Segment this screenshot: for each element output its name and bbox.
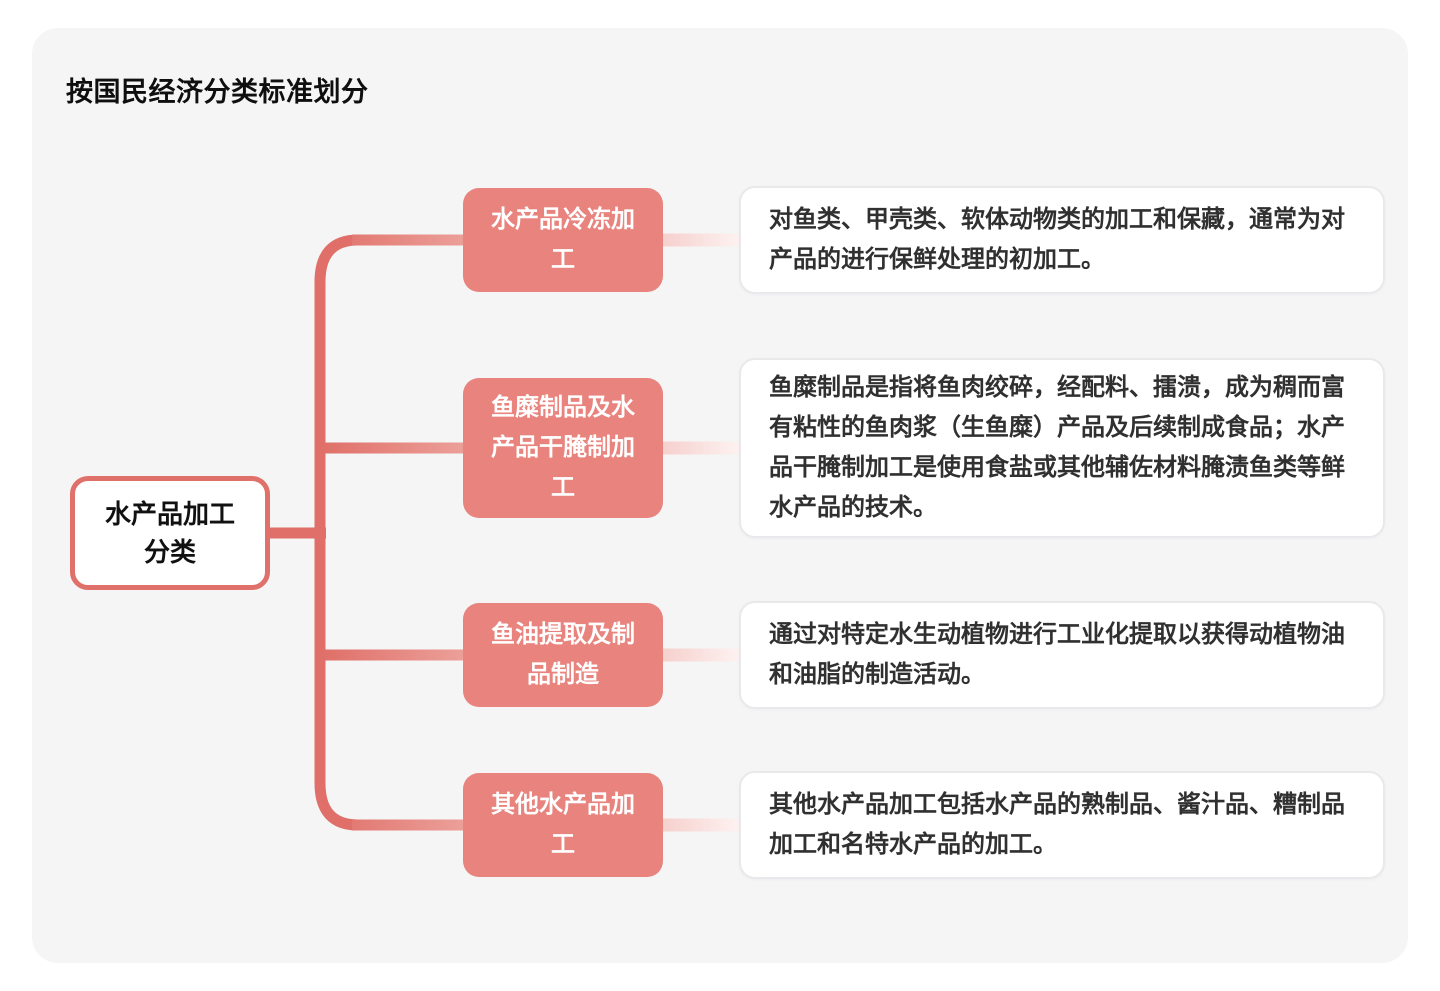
branch-node-other-processing[interactable]: 其他水产品加工 bbox=[463, 773, 663, 877]
branch-node-frozen-processing[interactable]: 水产品冷冻加工 bbox=[463, 188, 663, 292]
branch-node-label: 其他水产品加工 bbox=[491, 791, 635, 858]
description-box-surimi-cured-processing: 鱼糜制品是指将鱼肉绞碎，经配料、擂溃，成为稠而富有粘性的鱼肉浆（生鱼糜）产品及后… bbox=[739, 358, 1385, 538]
branch-node-label: 鱼糜制品及水产品干腌制加工 bbox=[491, 394, 635, 501]
root-node[interactable]: 水产品加工分类 bbox=[70, 476, 270, 590]
branch-node-surimi-cured-processing[interactable]: 鱼糜制品及水产品干腌制加工 bbox=[463, 378, 663, 518]
description-text: 通过对特定水生动植物进行工业化提取以获得动植物油和油脂的制造活动。 bbox=[769, 621, 1345, 688]
description-box-other-processing: 其他水产品加工包括水产品的熟制品、酱汁品、糟制品加工和名特水产品的加工。 bbox=[739, 771, 1385, 879]
description-box-frozen-processing: 对鱼类、甲壳类、软体动物类的加工和保藏，通常为对产品的进行保鲜处理的初加工。 bbox=[739, 186, 1385, 294]
root-node-label: 水产品加工分类 bbox=[104, 499, 235, 567]
branch-node-label: 水产品冷冻加工 bbox=[491, 206, 635, 273]
description-text: 其他水产品加工包括水产品的熟制品、酱汁品、糟制品加工和名特水产品的加工。 bbox=[769, 791, 1345, 858]
description-box-fish-oil-extraction: 通过对特定水生动植物进行工业化提取以获得动植物油和油脂的制造活动。 bbox=[739, 601, 1385, 709]
description-text: 鱼糜制品是指将鱼肉绞碎，经配料、擂溃，成为稠而富有粘性的鱼肉浆（生鱼糜）产品及后… bbox=[769, 374, 1345, 521]
diagram-title: 按国民经济分类标准划分 bbox=[66, 77, 369, 107]
description-text: 对鱼类、甲壳类、软体动物类的加工和保藏，通常为对产品的进行保鲜处理的初加工。 bbox=[769, 206, 1345, 273]
branch-node-fish-oil-extraction[interactable]: 鱼油提取及制品制造 bbox=[463, 603, 663, 707]
branch-node-label: 鱼油提取及制品制造 bbox=[491, 621, 635, 688]
